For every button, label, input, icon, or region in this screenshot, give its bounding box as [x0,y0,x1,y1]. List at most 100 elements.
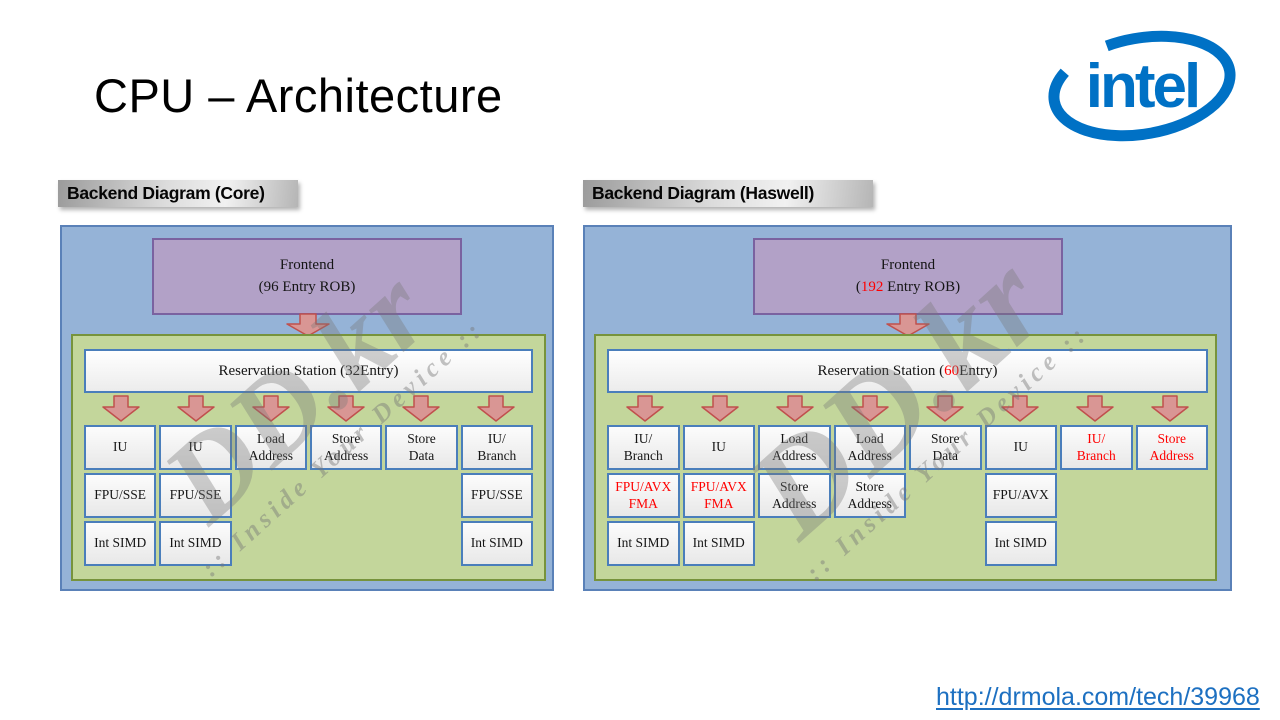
backend-diagram-core: Frontend (96 Entry ROB) Reservation Stat… [60,225,554,591]
port-arrow [1133,395,1208,423]
port-arrow [832,395,907,423]
down-arrow-icon [776,395,814,422]
grid-cell: Load Address [833,425,906,470]
grid-cell: Store Address [1135,425,1208,470]
down-arrow-icon [700,395,739,422]
frontend-rob-entries: 96 [263,279,279,295]
frontend-box: Frontend (192 Entry ROB) [753,238,1063,315]
grid-empty-slot [1136,521,1209,566]
grid-cell: IU/ Branch [1060,425,1133,470]
frontend-subtitle-prefix: ( [855,279,861,295]
grid-cell: Int SIMD [607,521,680,566]
grid-cell: Int SIMD [682,521,755,566]
grid-cell: Store Data [909,425,982,470]
grid-cell: Int SIMD [159,521,232,566]
down-arrow-icon [252,395,290,422]
grid-cell: FPU/AVX FMA [682,473,755,518]
down-arrow-icon [1076,395,1115,422]
grid-empty-slot [235,473,307,518]
reservation-label-suffix: Entry) [959,362,998,379]
port-arrow [309,395,384,423]
grid-empty-slot [385,473,457,518]
grid-cell: IU [84,425,157,470]
execution-units-area: Reservation Station (60 Entry) IU/ Branc… [594,334,1217,581]
reservation-entries: 32 [345,362,361,379]
grid-cell: Load Address [234,425,307,470]
grid-empty-slot [758,521,831,566]
down-arrow-icon [851,395,889,422]
down-arrow-icon [102,395,141,422]
grid-empty-slot [1136,473,1209,518]
grid-empty-slot [1060,473,1133,518]
grid-empty-slot [385,521,457,566]
frontend-subtitle: (96 Entry ROB) [259,279,356,296]
reservation-label-prefix: Reservation Station ( [218,362,346,379]
down-arrow-icon [1151,395,1190,422]
down-arrow-icon [401,395,440,422]
port-arrow [234,395,309,423]
source-link[interactable]: http://drmola.com/tech/39968 [936,683,1260,711]
port-arrow [458,395,533,423]
reservation-label-suffix: Entry) [360,362,399,379]
grid-cell: IU/ Branch [460,425,533,470]
grid-cell: FPU/SSE [460,473,533,518]
grid-cell: Load Address [758,425,831,470]
grid-empty-slot [909,521,982,566]
frontend-subtitle-suffix: Entry ROB) [883,279,961,295]
down-arrow-icon [286,313,330,337]
grid-cell: Int SIMD [460,521,533,566]
grid-empty-slot [834,521,907,566]
intel-logo-text: intel [1086,52,1198,121]
grid-empty-slot [310,473,382,518]
grid-cell: Int SIMD [84,521,157,566]
down-arrow-icon [886,313,930,337]
panel-header-core: Backend Diagram (Core) [58,180,298,207]
frontend-subtitle: (192 Entry ROB) [856,279,960,296]
grid-cell: Store Data [385,425,458,470]
grid-empty-slot [1060,521,1133,566]
panel-header-haswell: Backend Diagram (Haswell) [583,180,873,207]
port-arrow [983,395,1058,423]
grid-cell: FPU/SSE [84,473,157,518]
grid-cell: IU [984,425,1057,470]
grid-cell: Store Address [310,425,383,470]
grid-empty-slot [235,521,307,566]
grid-cell: FPU/SSE [159,473,232,518]
intel-logo-icon: intel [1048,30,1236,142]
port-arrow [908,395,983,423]
down-arrow-icon [177,395,215,422]
grid-cell: IU [682,425,755,470]
frontend-title: Frontend [880,257,936,273]
frontend-rob-entries: 192 [860,279,884,295]
port-arrow [159,395,234,423]
grid-cell: IU [159,425,232,470]
frontend-subtitle-prefix: ( [258,279,264,295]
backend-diagram-haswell: Frontend (192 Entry ROB) Reservation Sta… [583,225,1232,591]
grid-cell: IU/ Branch [607,425,680,470]
port-arrow [1058,395,1133,423]
grid-cell: Store Address [758,473,831,518]
grid-cell: Int SIMD [984,521,1057,566]
port-arrows [84,395,533,423]
reservation-entries: 60 [944,362,960,379]
grid-cell: FPU/AVX [984,473,1057,518]
grid-empty-slot [310,521,382,566]
port-arrow [757,395,832,423]
down-arrow-icon [625,395,664,422]
frontend-title: Frontend [279,257,335,273]
port-arrows [607,395,1208,423]
port-arrow [383,395,458,423]
intel-logo: intel [1048,22,1236,148]
port-arrow [84,395,159,423]
grid-cell: Store Address [833,473,906,518]
down-arrow-icon [926,395,964,422]
port-arrow [607,395,682,423]
down-arrow-icon [476,395,515,422]
port-arrow [682,395,757,423]
reservation-station: Reservation Station (60 Entry) [607,349,1208,393]
frontend-subtitle-suffix: Entry ROB) [278,279,356,295]
